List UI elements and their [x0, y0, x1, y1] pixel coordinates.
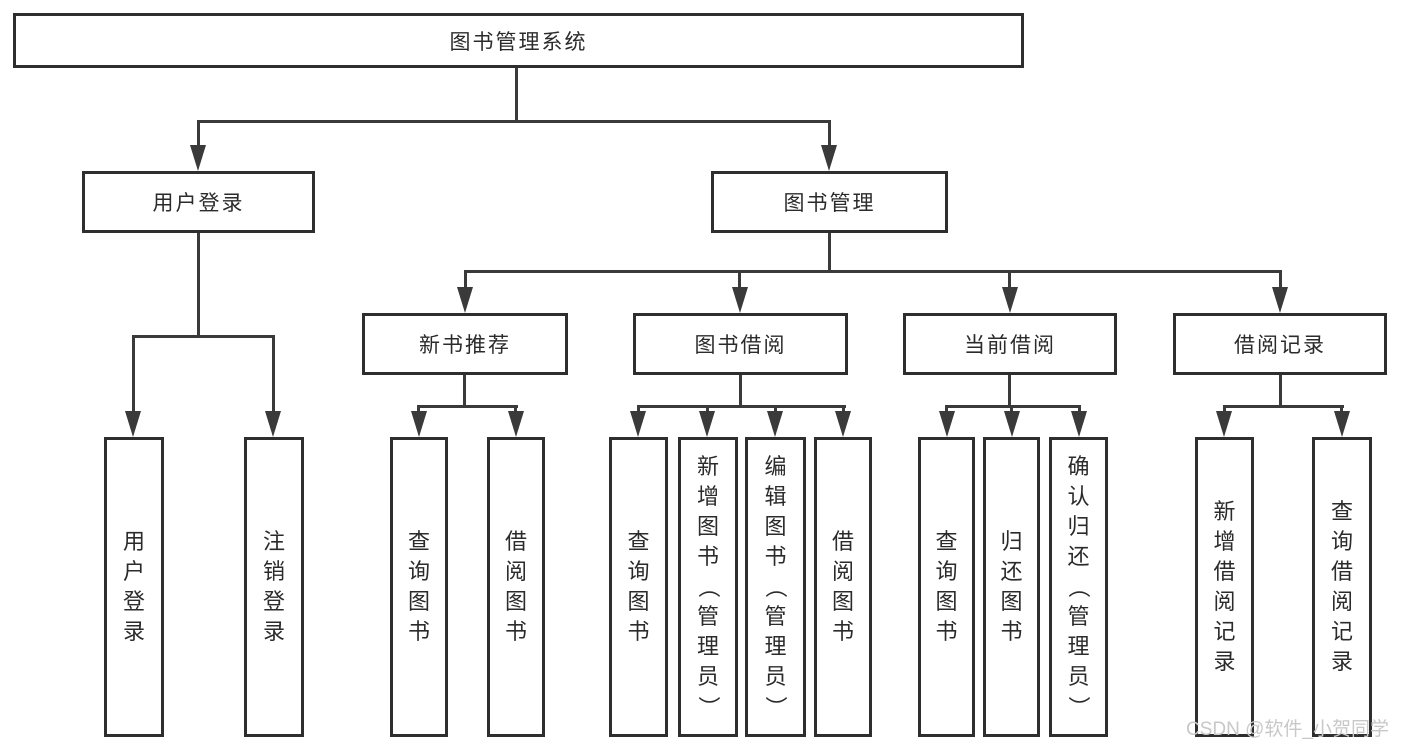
- arrow-down-icon: [939, 411, 955, 437]
- connector-line: [417, 405, 518, 408]
- leaf-label: 用户登录: [122, 529, 145, 644]
- arrow-down-icon: [265, 411, 281, 437]
- connector-line: [706, 407, 709, 413]
- leaf-query-books-recommend: 查询图书: [390, 437, 448, 737]
- connector-line: [637, 405, 846, 408]
- leaf-edit-books-admin: 编辑图书（管理员）: [745, 437, 806, 737]
- connector-line: [1008, 272, 1011, 288]
- node-book-management: 图书管理: [711, 171, 948, 233]
- arrow-down-icon: [1216, 411, 1232, 437]
- leaf-confirm-return-admin: 确认归还（管理员）: [1049, 437, 1108, 737]
- leaf-query-books-borrow: 查询图书: [609, 437, 668, 737]
- arrow-down-icon: [125, 411, 141, 437]
- connector-line: [515, 68, 518, 121]
- connector-line: [417, 407, 420, 413]
- arrow-down-icon: [411, 411, 427, 437]
- node-new-book-recommend: 新书推荐: [362, 313, 568, 375]
- node-current-borrow: 当前借阅: [903, 313, 1117, 375]
- node-root: 图书管理系统: [13, 13, 1024, 68]
- connector-line: [637, 407, 640, 413]
- arrow-down-icon: [1002, 287, 1018, 313]
- connector-line: [774, 407, 777, 413]
- arrow-down-icon: [1004, 411, 1020, 437]
- connector-line: [514, 407, 517, 413]
- leaf-label: 注销登录: [262, 529, 285, 644]
- connector-line: [463, 375, 466, 405]
- connector-line: [272, 337, 275, 413]
- arrow-down-icon: [457, 287, 473, 313]
- leaf-label: 查询借阅记录: [1330, 499, 1353, 674]
- node-label: 借阅记录: [1234, 334, 1326, 357]
- node-borrow-records: 借阅记录: [1173, 313, 1387, 375]
- connector-line: [197, 122, 200, 147]
- connector-line: [1008, 375, 1011, 405]
- connector-line: [739, 375, 742, 405]
- leaf-borrow-books: 借阅图书: [814, 437, 872, 737]
- connector-line: [1010, 407, 1013, 413]
- leaf-label: 查询图书: [627, 529, 650, 644]
- connector-line: [1279, 272, 1282, 288]
- connector-line: [464, 272, 467, 288]
- leaf-label: 借阅图书: [504, 529, 527, 644]
- leaf-user-login: 用户登录: [104, 437, 164, 737]
- arrow-down-icon: [1272, 287, 1288, 313]
- node-book-borrow: 图书借阅: [633, 313, 848, 375]
- connector-line: [945, 405, 1081, 408]
- leaf-borrow-books-recommend: 借阅图书: [487, 437, 545, 737]
- node-root-label: 图书管理系统: [449, 30, 588, 54]
- leaf-label: 查询图书: [935, 529, 958, 644]
- connector-line: [132, 337, 135, 413]
- leaf-label: 借阅图书: [831, 529, 854, 644]
- leaf-label: 确认归还（管理员）: [1066, 454, 1092, 719]
- arrow-down-icon: [821, 145, 837, 171]
- connector-line: [197, 120, 831, 123]
- leaf-label: 新增图书（管理员）: [695, 454, 721, 719]
- arrow-down-icon: [190, 145, 206, 171]
- node-label: 用户登录: [152, 192, 245, 215]
- arrow-down-icon: [835, 411, 851, 437]
- node-label: 图书借阅: [694, 334, 787, 357]
- connector-line: [1340, 407, 1343, 413]
- leaf-label: 归还图书: [1000, 529, 1023, 644]
- connector-line: [197, 233, 200, 335]
- arrow-down-icon: [1071, 411, 1087, 437]
- arrow-down-icon: [1334, 411, 1350, 437]
- leaf-add-borrow-record: 新增借阅记录: [1195, 437, 1254, 737]
- leaf-logout: 注销登录: [244, 437, 304, 737]
- connector-line: [1223, 405, 1344, 408]
- leaf-label: 新增借阅记录: [1213, 499, 1236, 674]
- connector-line: [828, 233, 831, 270]
- connector-line: [842, 407, 845, 413]
- arrow-down-icon: [508, 411, 524, 437]
- connector-line: [828, 122, 831, 147]
- leaf-query-books-current: 查询图书: [918, 437, 975, 737]
- connector-line: [738, 272, 741, 288]
- leaf-add-books-admin: 新增图书（管理员）: [678, 437, 738, 737]
- arrow-down-icon: [732, 287, 748, 313]
- connector-line: [1078, 407, 1081, 413]
- csdn-watermark: CSDN @软件_小贺同学: [1186, 719, 1389, 740]
- node-user-login: 用户登录: [82, 171, 315, 233]
- leaf-label: 查询图书: [407, 529, 430, 644]
- node-label: 当前借阅: [964, 334, 1056, 357]
- node-label: 图书管理: [783, 192, 876, 215]
- connector-line: [1223, 407, 1226, 413]
- connector-line: [132, 335, 275, 338]
- arrow-down-icon: [767, 411, 783, 437]
- connector-line: [1279, 375, 1282, 405]
- connector-line: [464, 270, 1282, 273]
- leaf-query-borrow-record: 查询借阅记录: [1312, 437, 1372, 737]
- connector-line: [945, 407, 948, 413]
- arrow-down-icon: [699, 411, 715, 437]
- leaf-label: 编辑图书（管理员）: [763, 454, 789, 719]
- arrow-down-icon: [630, 411, 646, 437]
- node-label: 新书推荐: [419, 334, 511, 357]
- leaf-return-books: 归还图书: [983, 437, 1040, 737]
